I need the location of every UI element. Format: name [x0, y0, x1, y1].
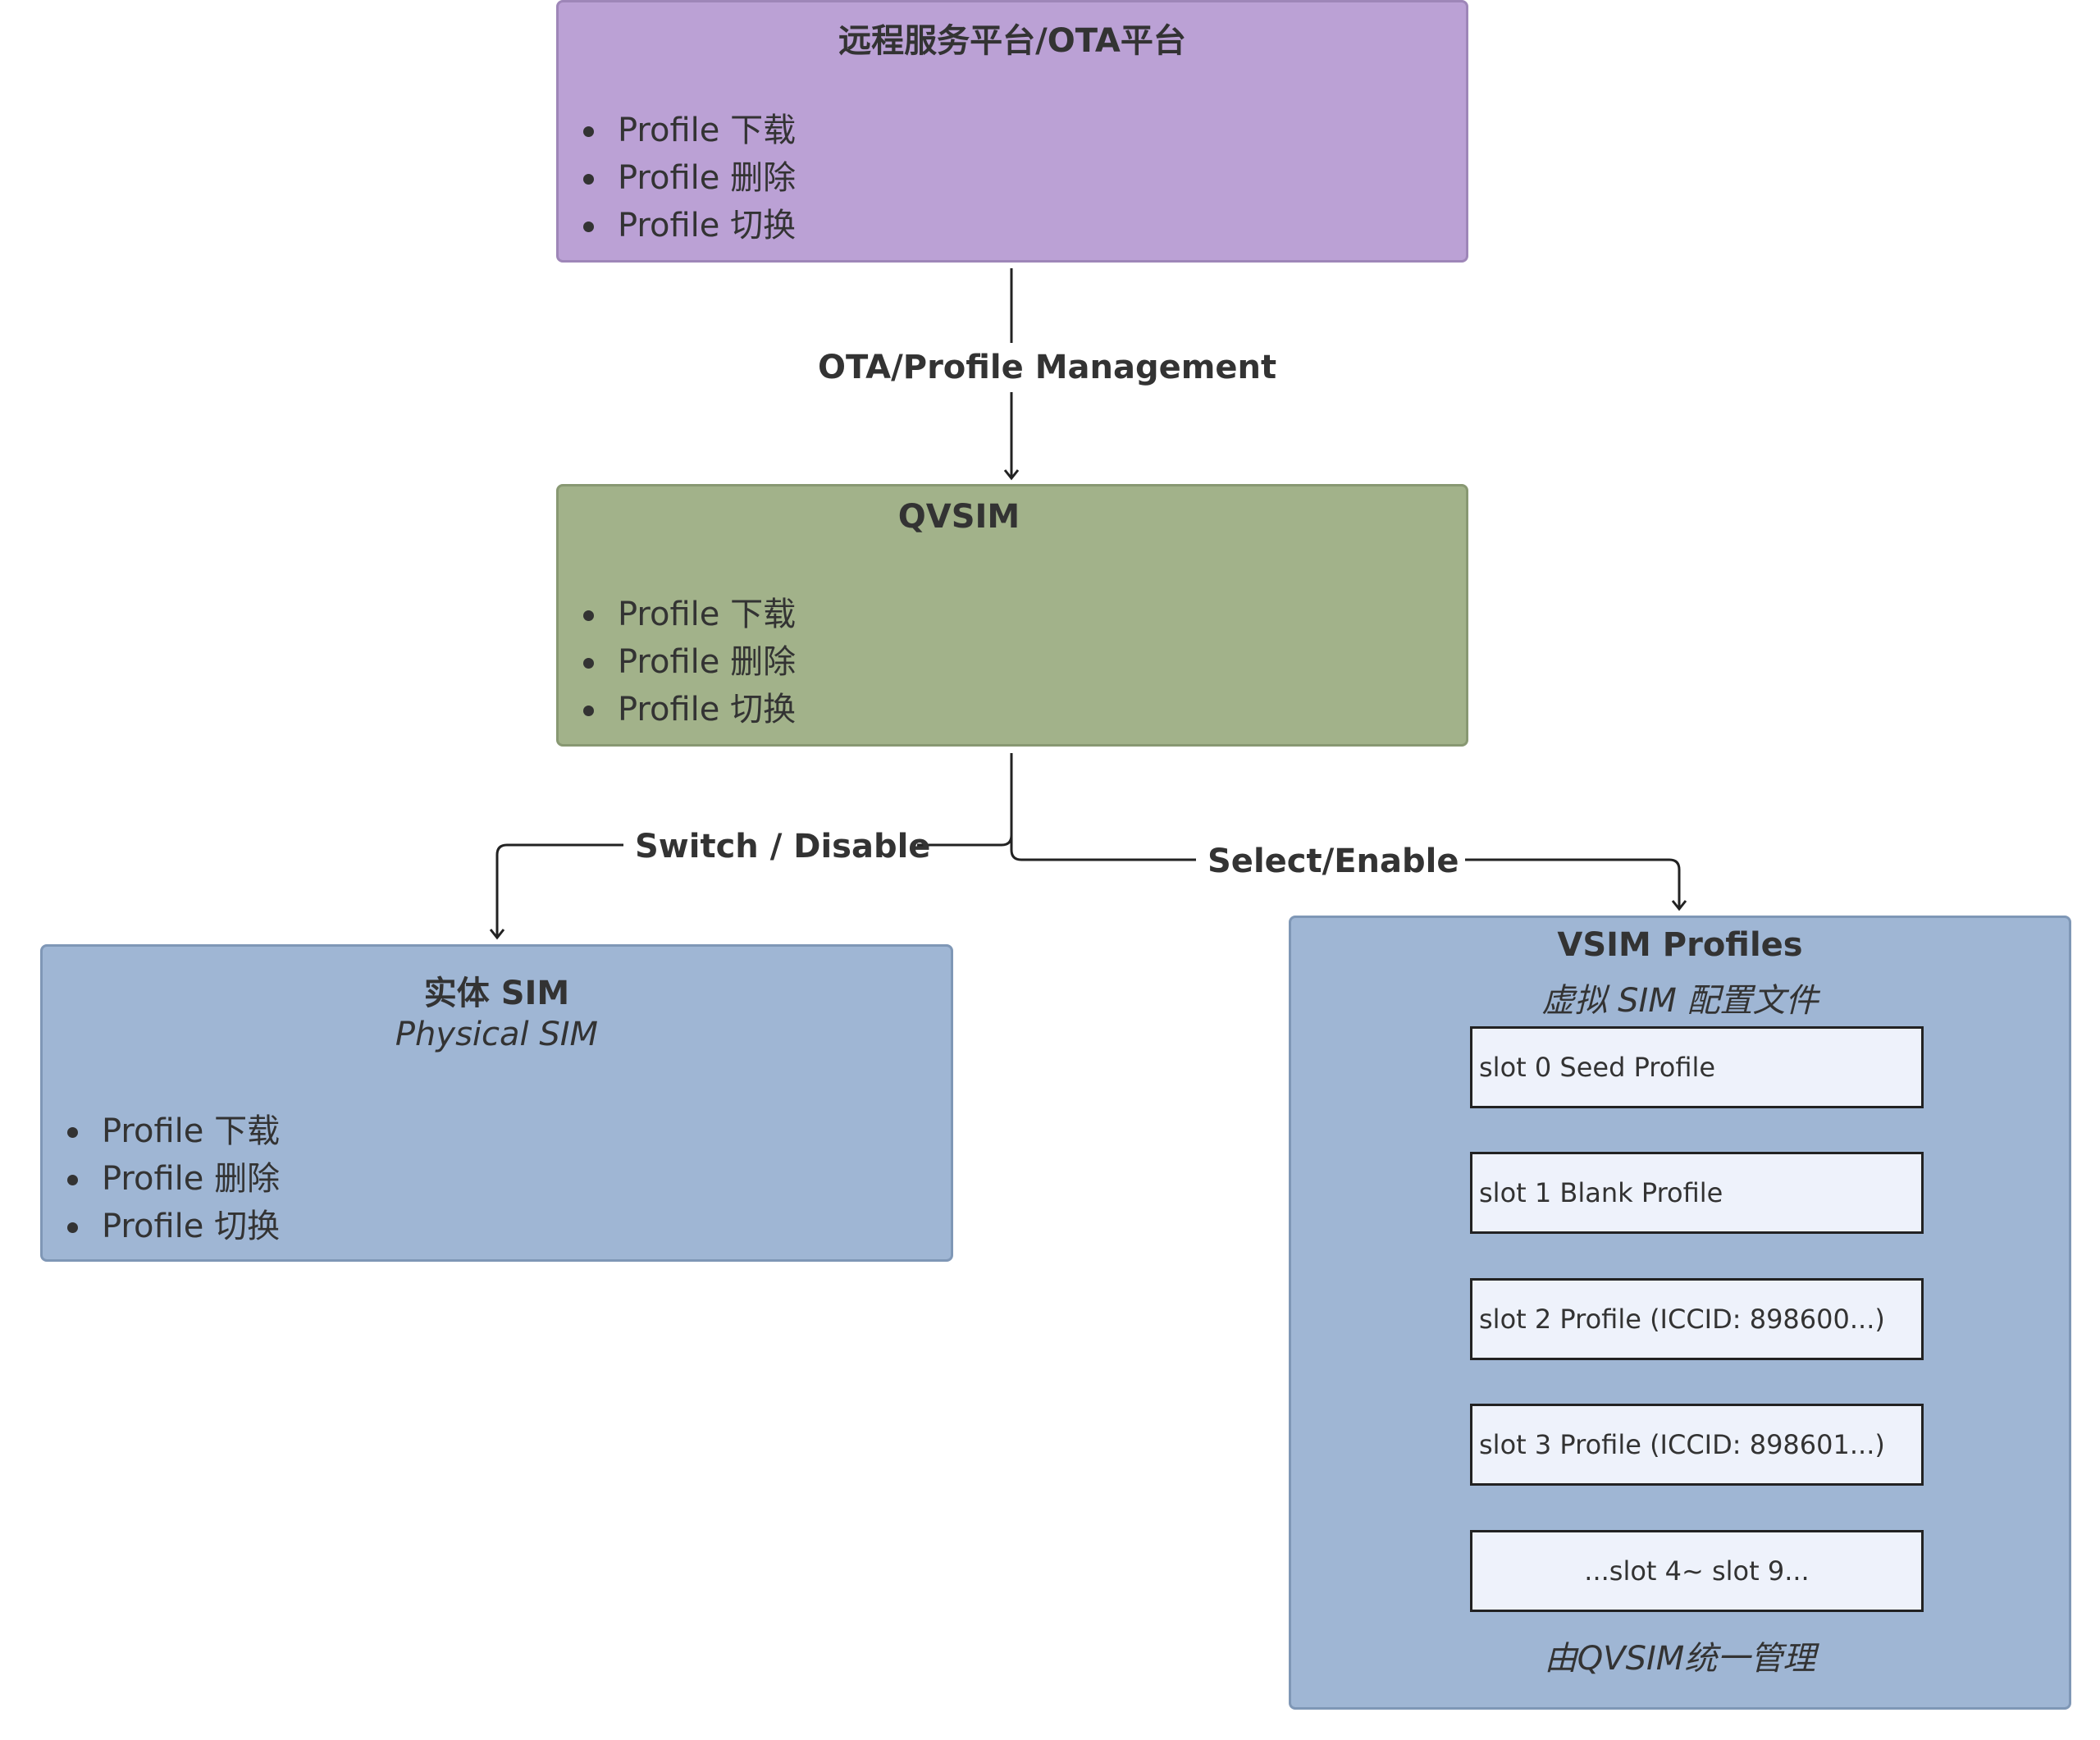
slot-1-item: slot 1 Blank Profile	[1470, 1152, 1924, 1234]
vsim-profiles-subtitle: 虚拟 SIM 配置文件	[1541, 982, 1819, 1020]
list-item: Profile 删除	[559, 638, 796, 686]
slot-4-9-item: ...slot 4~ slot 9...	[1470, 1530, 1924, 1612]
vsim-profiles-node: VSIM Profiles 虚拟 SIM 配置文件 slot 0 Seed Pr…	[1289, 916, 2071, 1710]
qvsim-list: Profile 下载 Profile 删除 Profile 切换	[559, 591, 796, 733]
ota-platform-title: 远程服务平台/OTA平台	[838, 22, 1186, 60]
physical-sim-node: 实体 SIM Physical SIM Profile 下载 Profile 删…	[40, 944, 953, 1262]
edge-label-ota-profile-management: OTA/Profile Management	[806, 343, 1276, 392]
ota-platform-list: Profile 下载 Profile 删除 Profile 切换	[559, 107, 796, 249]
slot-2-item: slot 2 Profile (ICCID: 898600...)	[1470, 1278, 1924, 1360]
list-item: Profile 删除	[559, 154, 796, 202]
list-item: Profile 下载	[559, 107, 796, 154]
list-item: Profile 切换	[43, 1203, 280, 1250]
list-item: Profile 删除	[43, 1155, 280, 1203]
physical-sim-title: 实体 SIM	[423, 975, 570, 1012]
list-item: Profile 下载	[559, 591, 796, 638]
qvsim-node: QVSIM Profile 下载 Profile 删除 Profile 切换	[556, 484, 1468, 747]
physical-sim-subtitle: Physical SIM	[395, 1016, 599, 1053]
list-item: Profile 切换	[559, 202, 796, 249]
list-item: Profile 下载	[43, 1107, 280, 1155]
slot-0-item: slot 0 Seed Profile	[1470, 1026, 1924, 1108]
vsim-profiles-footer: 由QVSIM统一管理	[1544, 1640, 1816, 1678]
ota-platform-node: 远程服务平台/OTA平台 Profile 下载 Profile 删除 Profi…	[556, 0, 1468, 263]
vsim-profiles-title: VSIM Profiles	[1557, 926, 1803, 964]
edge-label-select-enable: Select/Enable	[1196, 838, 1465, 884]
qvsim-title: QVSIM	[897, 498, 1020, 536]
edge-label-switch-disable: Switch / Disable	[623, 824, 930, 870]
edge-qvsim-to-vsim-profiles	[1010, 753, 1687, 911]
physical-sim-list: Profile 下载 Profile 删除 Profile 切换	[43, 1107, 280, 1250]
slot-3-item: slot 3 Profile (ICCID: 898601...)	[1470, 1404, 1924, 1486]
list-item: Profile 切换	[559, 686, 796, 733]
